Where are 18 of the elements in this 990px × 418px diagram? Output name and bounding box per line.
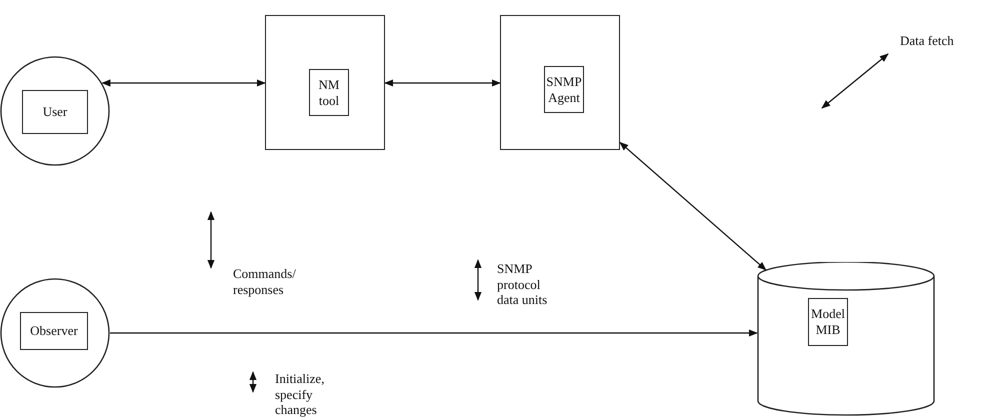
component-box: SNMP Agent xyxy=(544,66,584,113)
component-box: Observer xyxy=(20,312,88,350)
arrow xyxy=(384,79,501,87)
arrow xyxy=(619,142,766,271)
arrow xyxy=(110,329,758,337)
circle-outline xyxy=(0,278,110,388)
square-frame xyxy=(500,15,620,150)
square-frame xyxy=(265,15,385,150)
note-text: Initialize, specify changes xyxy=(275,371,326,418)
note-text: SNMP protocol data units xyxy=(497,261,548,308)
component-box: User xyxy=(22,90,88,134)
database-cylinder xyxy=(757,262,935,416)
note-text: Commands/ responses xyxy=(233,266,297,298)
circle-outline xyxy=(0,56,110,166)
arrow xyxy=(101,79,266,87)
component-box: NM tool xyxy=(309,69,349,116)
note-text: Data fetch xyxy=(900,33,955,49)
component-box: Model MIB xyxy=(808,298,848,346)
